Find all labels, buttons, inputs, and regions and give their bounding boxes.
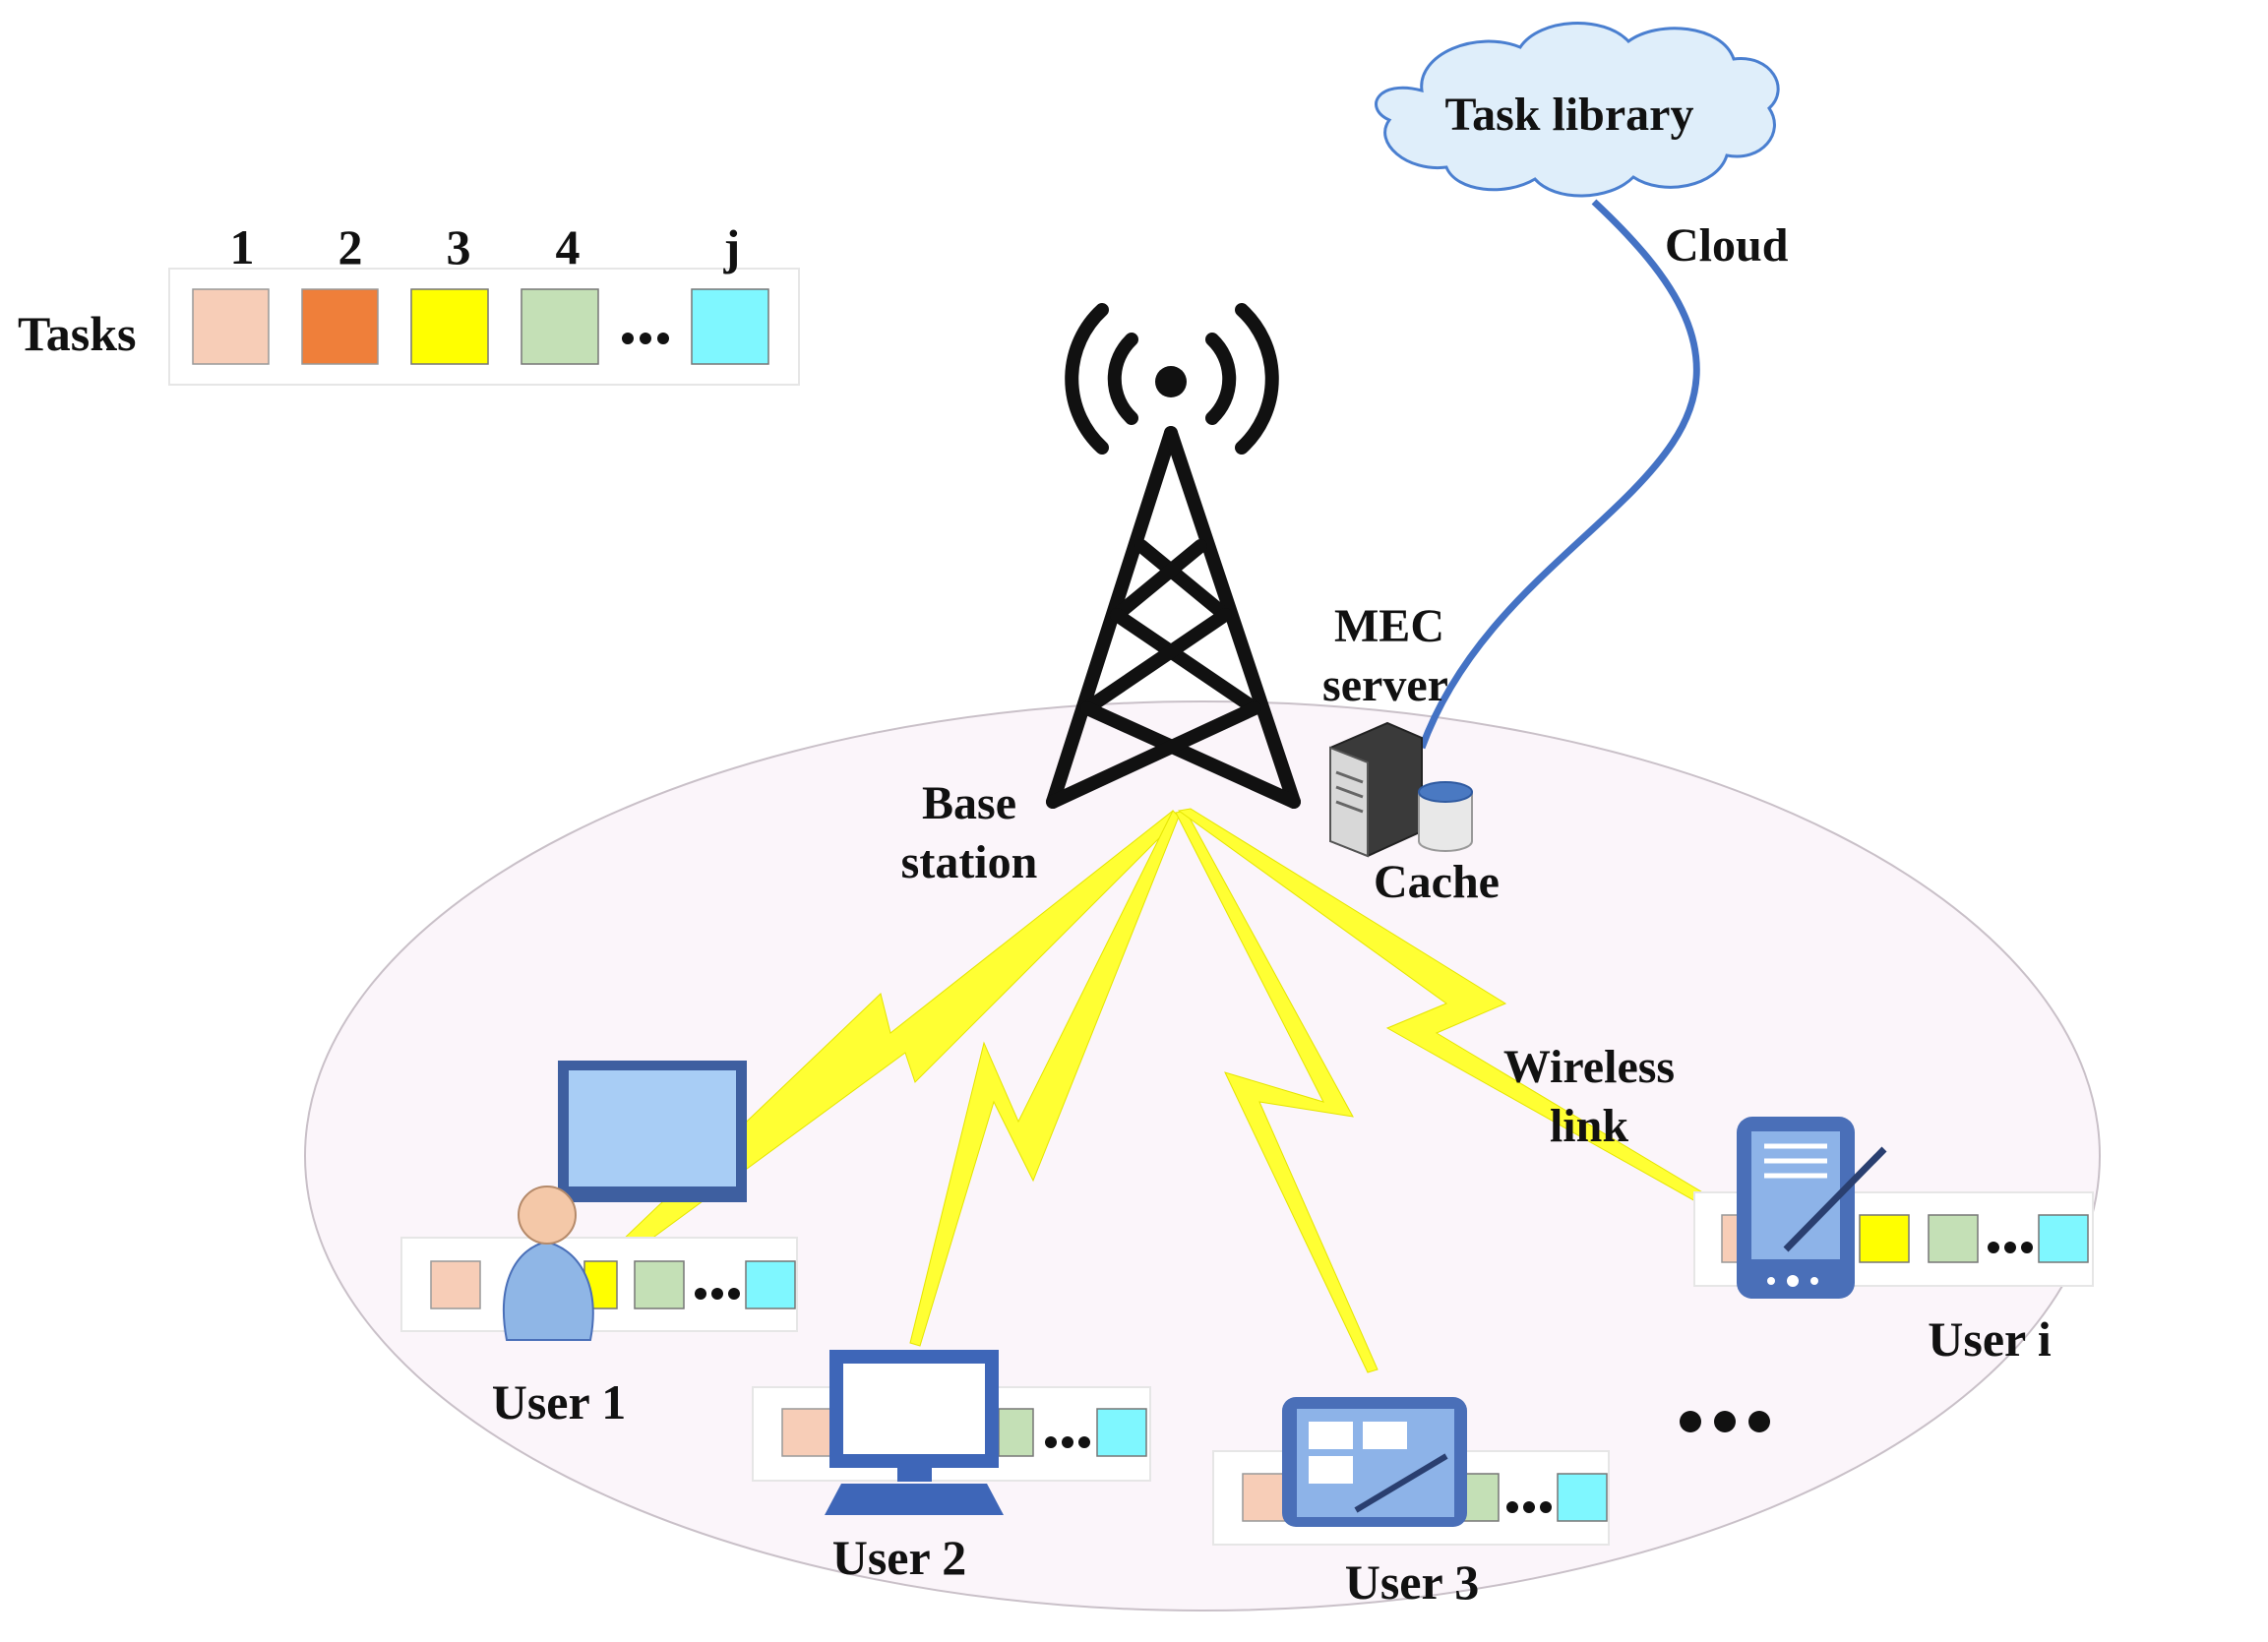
legend-index-j: j (723, 219, 741, 274)
legend-task-1 (192, 288, 270, 365)
user3-label: User 3 (1345, 1554, 1480, 1610)
wireless-link-label-line1: Wireless (1503, 1041, 1675, 1093)
legend-task-4 (521, 288, 599, 365)
legend-task-3 (410, 288, 489, 365)
person-icon (503, 1186, 594, 1341)
task-library-label: Task library (1445, 89, 1694, 141)
pda-icon (1737, 1117, 1887, 1299)
legend-task-j (691, 288, 769, 365)
desktop-computer-icon (825, 1350, 1004, 1515)
tv-icon (558, 1061, 747, 1202)
task-legend: Tasks 1 2 3 4 j (18, 219, 800, 386)
legend-index-2: 2 (338, 219, 363, 274)
wireless-link-user2 (909, 810, 1180, 1347)
wireless-link-label-line2: link (1550, 1100, 1628, 1152)
coverage-area (304, 700, 2101, 1612)
user1-label: User 1 (492, 1374, 627, 1429)
base-station-label-line1: Base (922, 777, 1016, 829)
legend-task-2 (301, 288, 379, 365)
user3-group: User 3 (1212, 1397, 1610, 1610)
more-users-ellipsis (1680, 1411, 1770, 1432)
base-station-label-line2: station (901, 836, 1038, 888)
base-station-tower-icon (1046, 303, 1301, 809)
backhaul-link (1418, 199, 1700, 750)
tablet-icon (1282, 1397, 1467, 1527)
wireless-link-user3 (1175, 810, 1379, 1373)
useri-label: User i (1928, 1311, 2052, 1367)
legend-ellipsis (622, 333, 669, 344)
mec-server-label-line2: server (1322, 659, 1448, 711)
cloud-icon: Task library (1375, 22, 1780, 198)
mec-server-icon (1329, 721, 1423, 858)
mec-server-label-line1: MEC (1334, 600, 1444, 652)
legend-index-4: 4 (556, 219, 581, 274)
cloud-label: Cloud (1665, 219, 1789, 272)
legend-index-1: 1 (230, 219, 255, 274)
antenna-center-icon (1155, 366, 1187, 397)
user2-group: User 2 (752, 1350, 1151, 1585)
cache-label: Cache (1374, 856, 1500, 908)
useri-group: User i (1693, 1117, 2094, 1367)
legend-title: Tasks (18, 306, 136, 361)
legend-index-3: 3 (447, 219, 471, 274)
user2-label: User 2 (832, 1530, 967, 1585)
user1-group: User 1 (400, 1061, 798, 1429)
cache-database-icon (1418, 781, 1473, 852)
